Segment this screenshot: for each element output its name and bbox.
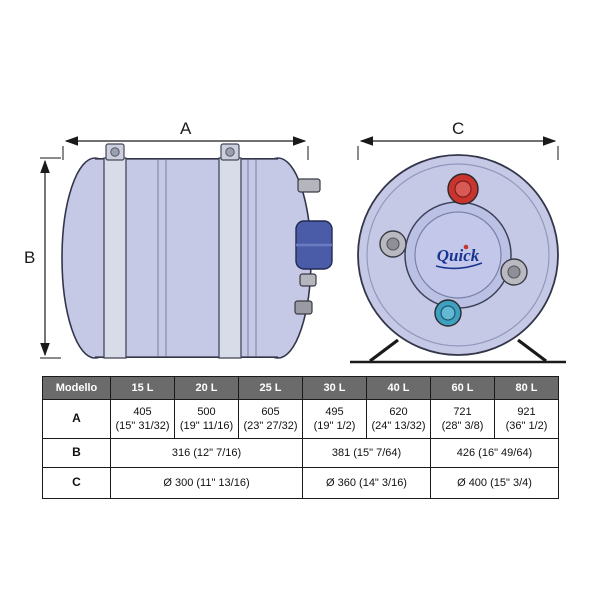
row-label-c: C <box>42 467 111 499</box>
col-header-15l: 15 L <box>110 376 175 400</box>
cell-b-30-40l: 381 (15" 7/64) <box>302 438 431 468</box>
cell-a-20l: 500 (19" 11/16) <box>174 399 239 439</box>
mounting-feet <box>350 338 566 364</box>
quick-logo: Quick <box>435 244 483 270</box>
technical-drawing: A B <box>24 119 566 364</box>
quick-logo-text: Quick <box>437 246 480 265</box>
header-row: Modello 15 L 20 L 25 L 30 L 40 L 60 L 80… <box>42 376 559 400</box>
strap-screw <box>110 147 120 157</box>
col-header-modello: Modello <box>42 376 111 400</box>
pipe-fitting-top <box>297 178 321 193</box>
strap-screw <box>225 147 235 157</box>
cell-c-30-40l: Ø 360 (14" 3/16) <box>302 467 431 499</box>
tank-side <box>61 143 333 359</box>
side-view: A B <box>24 119 333 359</box>
dim-c-arrow: C <box>357 119 559 160</box>
table-row-b: B 316 (12" 7/16) 381 (15" 7/64) 426 (16"… <box>42 438 559 468</box>
fitting-left <box>379 230 407 258</box>
dim-b-label: B <box>24 248 35 267</box>
cell-b-60-80l: 426 (16" 49/64) <box>430 438 559 468</box>
logo-red-dot <box>463 244 469 250</box>
heating-element-flange <box>295 220 333 270</box>
cold-water-cap <box>434 299 462 327</box>
dim-a-label: A <box>180 119 192 138</box>
center-plate-inner <box>414 211 502 299</box>
foot-right <box>517 338 547 363</box>
cell-c-15-25l: Ø 300 (11" 13/16) <box>110 467 303 499</box>
row-label-a: A <box>42 399 111 439</box>
pipe-fitting-bottom <box>294 300 313 315</box>
col-header-30l: 30 L <box>302 376 367 400</box>
cell-a-60l: 721 (28" 3/8) <box>430 399 495 439</box>
mounting-strap-right <box>218 143 242 359</box>
tank-inner-ring <box>366 163 550 347</box>
dim-a-arrow: A <box>62 119 309 160</box>
col-header-25l: 25 L <box>238 376 303 400</box>
dim-b-arrow: B <box>24 157 61 359</box>
dim-c-label: C <box>452 119 464 138</box>
table-row-a: A 405 (15" 31/32) 500 (19" 11/16) 605 (2… <box>42 399 559 439</box>
mounting-strap-left <box>103 143 127 359</box>
tank-front: Quick <box>357 154 559 356</box>
spec-table: Modello 15 L 20 L 25 L 30 L 40 L 60 L 80… <box>42 376 559 499</box>
col-header-40l: 40 L <box>366 376 431 400</box>
fitting-right <box>500 258 528 286</box>
cell-b-15-25l: 316 (12" 7/16) <box>110 438 303 468</box>
hot-water-cap <box>447 173 479 205</box>
front-view: C Quick <box>350 119 566 364</box>
cell-a-80l: 921 (36" 1/2) <box>494 399 559 439</box>
foot-left <box>369 338 399 363</box>
cell-a-25l: 605 (23" 27/32) <box>238 399 303 439</box>
cell-a-40l: 620 (24" 13/32) <box>366 399 431 439</box>
cell-c-60-80l: Ø 400 (15" 3/4) <box>430 467 559 499</box>
cell-a-30l: 495 (19" 1/2) <box>302 399 367 439</box>
cell-a-15l: 405 (15" 31/32) <box>110 399 175 439</box>
logo-underline <box>435 262 483 270</box>
row-label-b: B <box>42 438 111 468</box>
pipe-fitting-middle <box>299 273 317 287</box>
col-header-20l: 20 L <box>174 376 239 400</box>
table-row-c: C Ø 300 (11" 13/16) Ø 360 (14" 3/16) Ø 4… <box>42 467 559 499</box>
col-header-60l: 60 L <box>430 376 495 400</box>
col-header-80l: 80 L <box>494 376 559 400</box>
